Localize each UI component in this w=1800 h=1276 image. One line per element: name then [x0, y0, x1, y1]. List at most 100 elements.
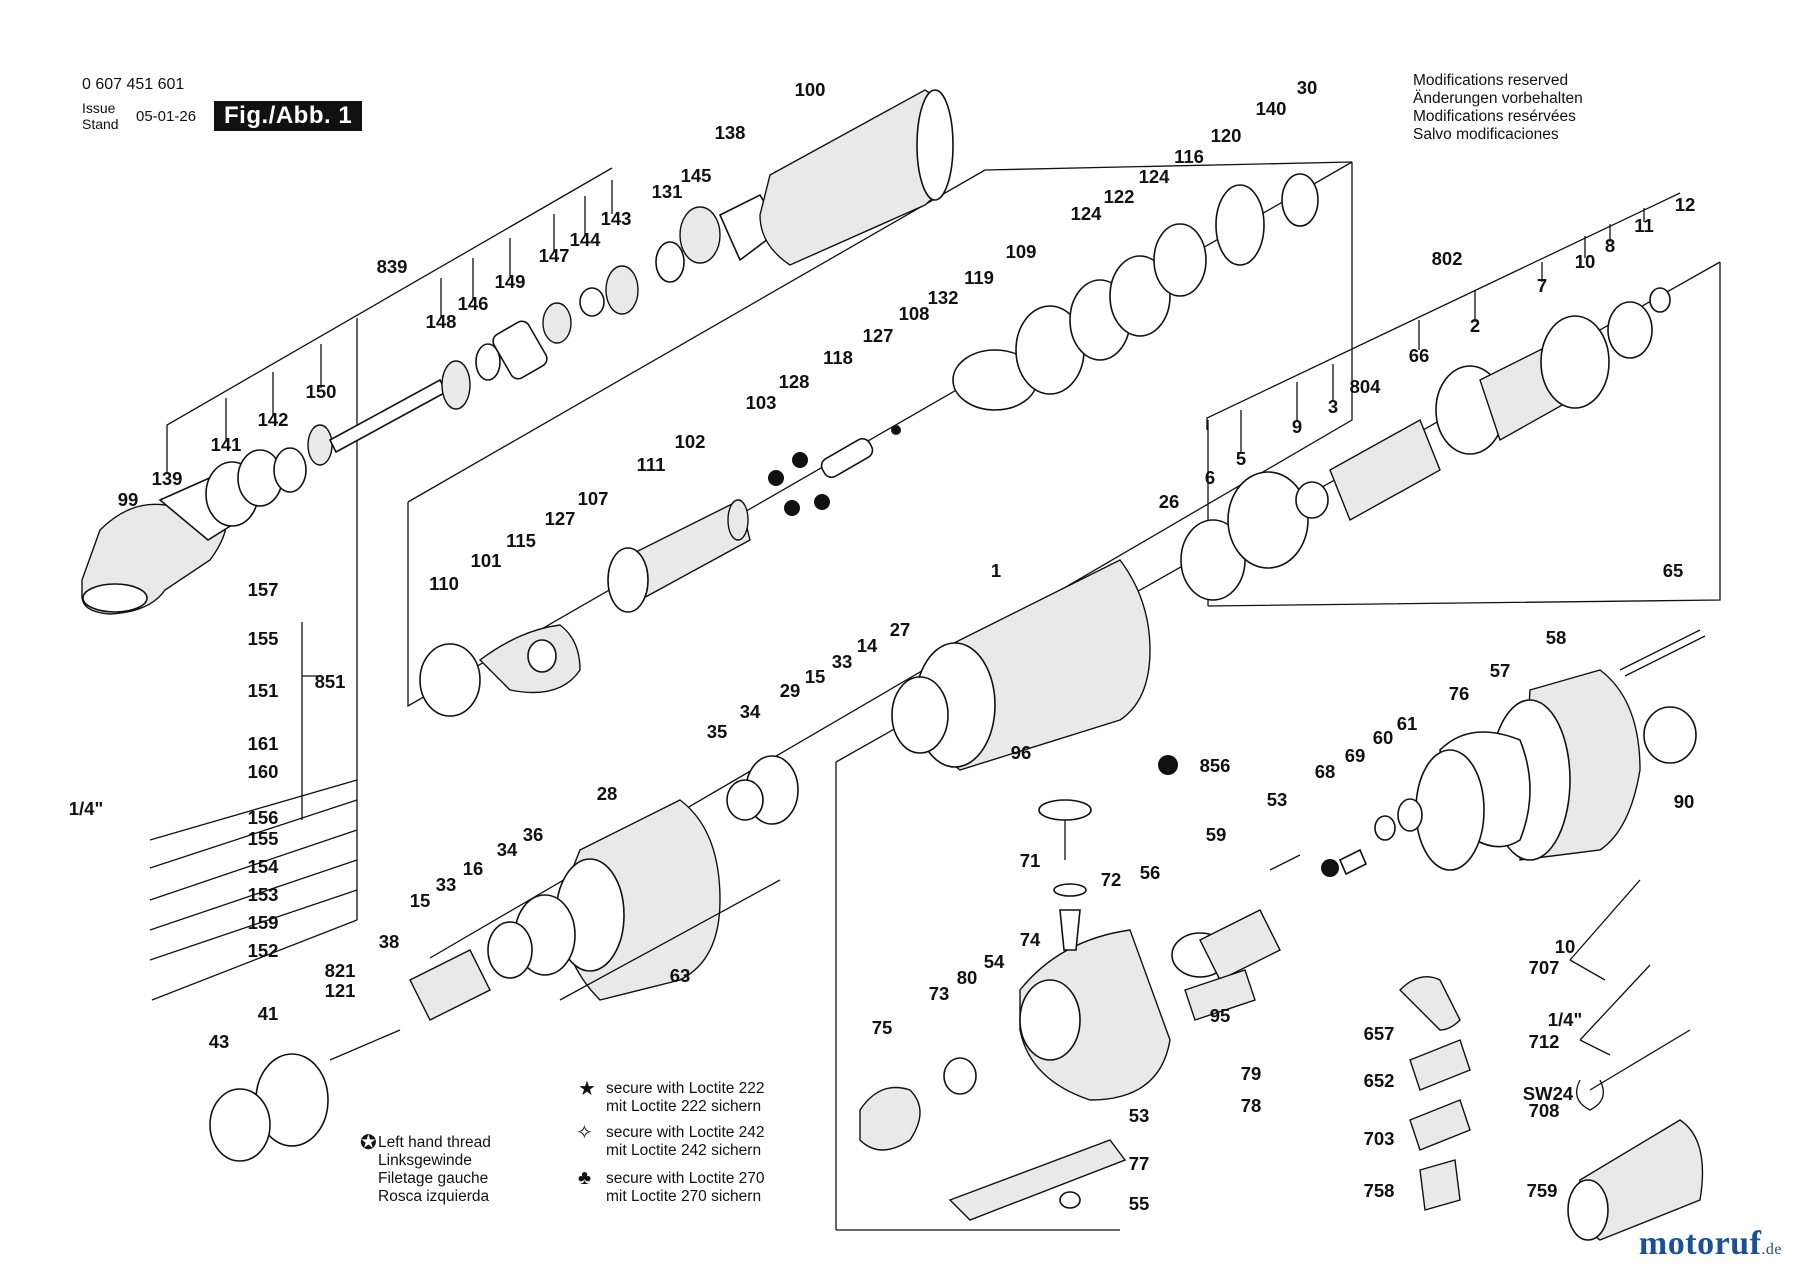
logo-tld: .de: [1761, 1241, 1782, 1258]
callout-label: 59: [1206, 824, 1227, 845]
legend-line: mit Loctite 222 sichern: [606, 1098, 762, 1115]
callout-label: 127: [863, 325, 894, 346]
callout-label: 79: [1241, 1063, 1262, 1084]
figure-label: Fig./Abb. 1: [214, 101, 363, 131]
callout-label: 657: [1364, 1023, 1395, 1044]
callout-label: 652: [1364, 1070, 1395, 1091]
callout-label: 3: [1328, 396, 1338, 417]
callout-label: 856: [1200, 755, 1231, 776]
group-frames: [149, 161, 1721, 1231]
ball-856-icon: [1158, 755, 1178, 775]
legend-left-hand-thread: ✪ Left hand thread Linksgewinde Filetage…: [360, 1133, 491, 1206]
callout-label: 110: [429, 573, 459, 594]
motoruf-logo[interactable]: motoruf.de: [1639, 1225, 1782, 1263]
callout-label: 9: [1292, 416, 1302, 437]
legend-line: secure with Loctite 242: [606, 1124, 765, 1141]
callout-label: 107: [578, 488, 609, 509]
callout-label: 109: [1006, 241, 1037, 262]
callout-label: 708: [1529, 1100, 1560, 1121]
callout-label: 145: [681, 165, 712, 186]
callout-label: 72: [1101, 869, 1122, 890]
callout-label: 111: [637, 454, 666, 475]
callout-label: 28: [597, 783, 618, 804]
callout-label: 80: [957, 967, 978, 988]
callout-label: 75: [872, 1017, 893, 1038]
callout-label: 141: [211, 434, 242, 455]
callout-label: 12: [1675, 194, 1696, 215]
callout-label: 14: [857, 635, 878, 656]
callout-label: 131: [652, 181, 683, 202]
part-number: 0 607 451 601: [82, 76, 185, 93]
filled-star-icon: ★: [578, 1078, 596, 1100]
callout-label: 128: [779, 371, 810, 392]
callout-label: 5: [1236, 448, 1246, 469]
issue-label: Issue: [82, 100, 116, 116]
callout-label: 11: [1634, 215, 1654, 236]
callout-label: 103: [746, 392, 777, 413]
legend-loctite-270: ♣ secure with Loctite 270 mit Loctite 27…: [578, 1168, 765, 1206]
callout-label: 65: [1663, 560, 1684, 581]
legend-line: secure with Loctite 222: [606, 1080, 765, 1097]
callout-label: 54: [984, 951, 1005, 972]
callout-label: 69: [1345, 745, 1366, 766]
callout-label: 155: [248, 828, 279, 849]
callout-label: 121: [325, 980, 356, 1001]
callout-label: 60: [1373, 727, 1394, 748]
callout-label: 90: [1674, 791, 1695, 812]
callout-label: 15: [805, 666, 826, 687]
callout-label: 804: [1350, 376, 1382, 397]
callout-label: 16: [463, 858, 484, 879]
callout-label: 55: [1129, 1193, 1150, 1214]
callout-label: 58: [1546, 627, 1567, 648]
callout-label: 1: [991, 560, 1001, 581]
callout-label: 115: [506, 530, 536, 551]
legend-line: Left hand thread: [378, 1134, 491, 1151]
callout-label: 108: [899, 303, 930, 324]
callout-label: 124: [1071, 203, 1103, 224]
legend-line: secure with Loctite 270: [606, 1170, 765, 1187]
mod-line-en: Modifications reserved: [1413, 72, 1569, 89]
callout-label: 157: [248, 579, 279, 600]
callout-label: 161: [248, 733, 279, 754]
callout-label: 124: [1139, 166, 1171, 187]
callout-label: 27: [890, 619, 911, 640]
callout-label: 41: [258, 1003, 279, 1024]
callout-label: 127: [545, 508, 576, 529]
legend-line: Linksgewinde: [378, 1152, 472, 1169]
callout-label: 146: [458, 293, 489, 314]
callout-label: 1/4": [1548, 1009, 1583, 1030]
callout-label: 119: [964, 267, 994, 288]
callout-label: 73: [929, 983, 950, 1004]
callout-label: 95: [1210, 1005, 1231, 1026]
callout-label: 143: [601, 208, 632, 229]
callout-label: 66: [1409, 345, 1430, 366]
callout-label: 148: [426, 311, 457, 332]
callout-label: 118: [823, 347, 853, 368]
callout-label: 34: [740, 701, 761, 722]
callout-label: 56: [1140, 862, 1161, 883]
callout-label: 2: [1470, 315, 1480, 336]
angle-head-assembly: [81, 89, 954, 615]
motor-group: [891, 287, 1671, 771]
callout-label: 149: [495, 271, 526, 292]
callout-label: 8: [1605, 235, 1615, 256]
callout-label: 68: [1315, 761, 1336, 782]
callout-label: 53: [1129, 1105, 1150, 1126]
legend-loctite-242: ✧ secure with Loctite 242 mit Loctite 24…: [576, 1123, 765, 1160]
callout-label: 99: [118, 489, 139, 510]
callout-label: 759: [1527, 1180, 1558, 1201]
callout-label: 140: [1256, 98, 1287, 119]
callout-label: 712: [1529, 1031, 1560, 1052]
callout-label: 35: [707, 721, 728, 742]
callout-label: 155: [248, 628, 279, 649]
callout-label: 132: [928, 287, 959, 308]
callout-label: 116: [1174, 146, 1204, 167]
callout-label: 839: [377, 256, 408, 277]
mod-line-de: Änderungen vorbehalten: [1413, 90, 1583, 107]
callout-label: 159: [248, 912, 279, 933]
callout-label: 707: [1529, 957, 1560, 978]
callout-label: 6: [1205, 467, 1215, 488]
callout-label: 150: [306, 381, 337, 402]
